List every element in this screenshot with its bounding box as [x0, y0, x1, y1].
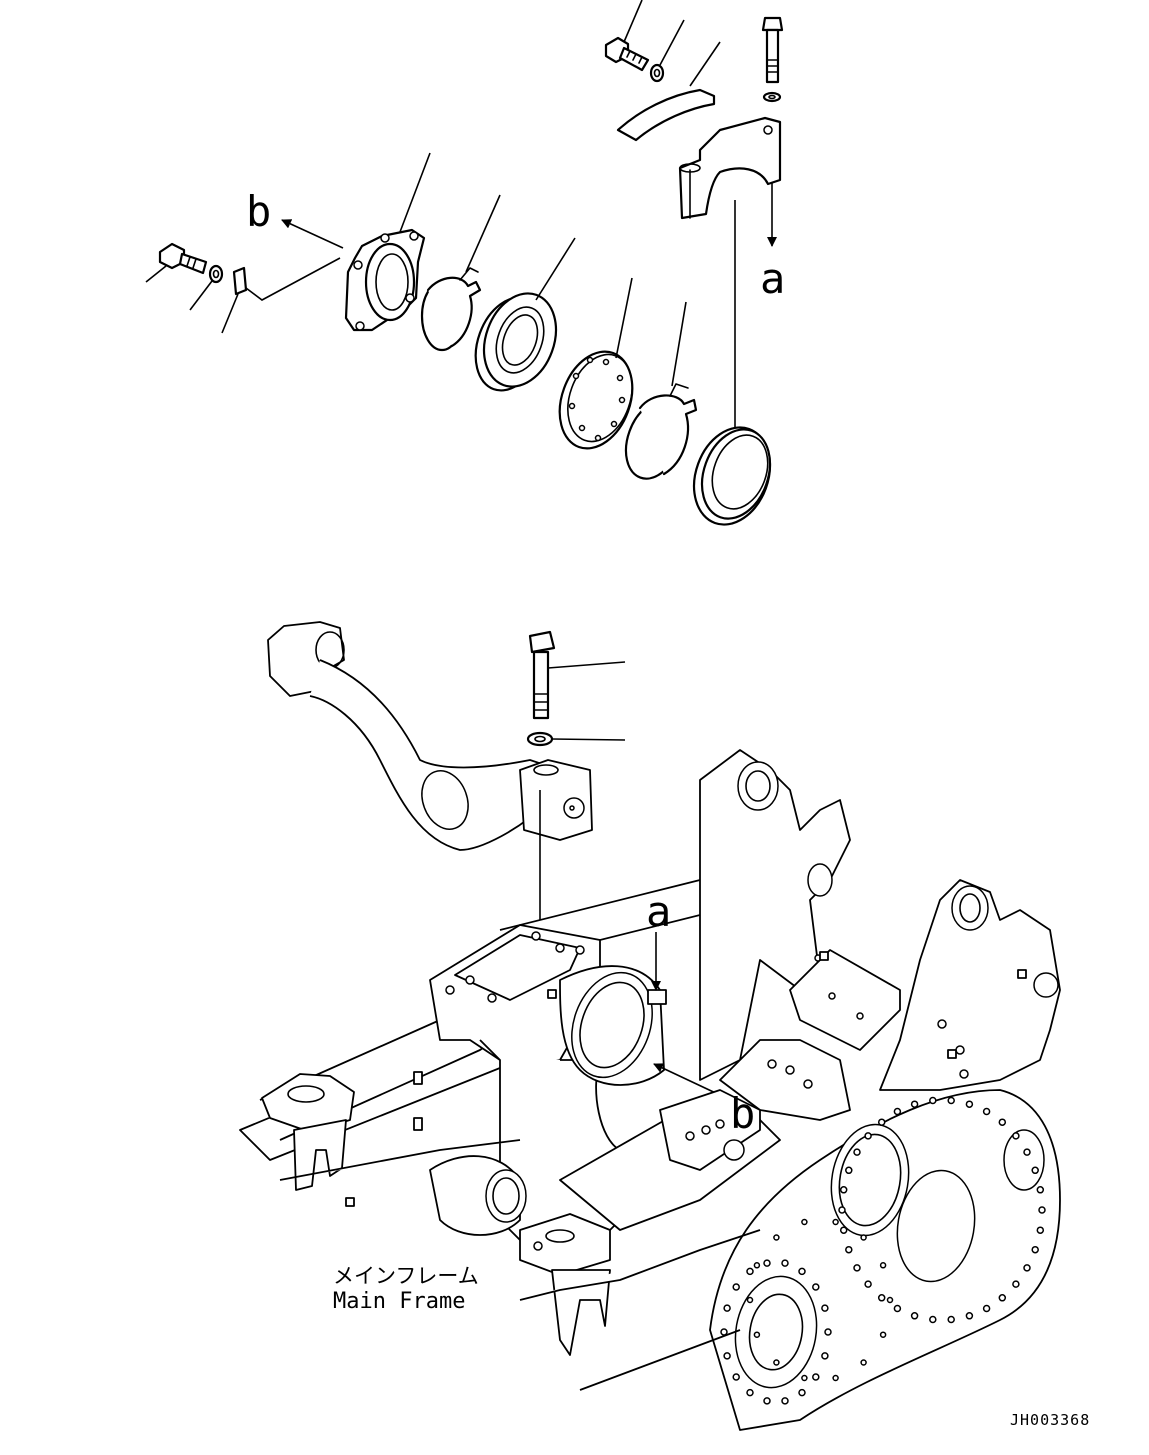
bolt-circle-plate-edge	[746, 1218, 894, 1382]
bolt-hole	[877, 1118, 886, 1126]
clamp-band-1	[420, 194, 501, 352]
arrow-b-top	[281, 219, 344, 249]
bolt-hole	[781, 1259, 789, 1267]
bolt-hole	[1031, 1245, 1039, 1254]
bolt-hole	[947, 1096, 955, 1105]
bolt-hole	[877, 1294, 886, 1302]
bolt-hole	[864, 1132, 872, 1140]
bolt-hole	[773, 1234, 780, 1241]
bolt-hole	[893, 1107, 902, 1116]
bolt-arm	[528, 630, 626, 720]
bolt-hole	[929, 1315, 937, 1324]
bolt-hole	[864, 1280, 872, 1288]
bolt-hole	[720, 1328, 728, 1336]
washer-small-top	[649, 19, 685, 83]
bolt-hole	[801, 1374, 808, 1382]
bolt-hole	[853, 1148, 861, 1156]
bolt-hole	[812, 1373, 820, 1381]
frame-label-japanese: メインフレーム	[333, 1264, 479, 1288]
bolt-hole	[798, 1388, 806, 1397]
bolt-hole	[763, 1397, 771, 1405]
lock-plate-left	[221, 257, 341, 334]
bolt-hole	[723, 1352, 731, 1360]
bolt-hole	[998, 1294, 1007, 1302]
bolt-circle-large	[838, 1096, 1046, 1324]
bolt-hole	[832, 1218, 839, 1226]
bolt-hole	[1012, 1280, 1020, 1288]
clamp-band-2	[624, 301, 698, 480]
bolt-hole	[746, 1267, 754, 1276]
main-frame	[239, 749, 1061, 1431]
bolt-hole	[839, 1226, 848, 1234]
bolt-left	[145, 242, 208, 283]
assembly-view: a b メインフレーム Main Frame	[239, 621, 1061, 1431]
bolt-hole	[982, 1304, 991, 1313]
bolt-hole	[773, 1359, 780, 1366]
bolt-hole	[982, 1107, 991, 1116]
arm-beam	[267, 621, 593, 851]
bolt-hole	[801, 1218, 808, 1226]
frame-label-english: Main Frame	[333, 1289, 465, 1314]
bolt-small-top	[604, 0, 650, 72]
plate-disc	[558, 277, 634, 450]
bolt-hole	[879, 1262, 887, 1269]
bolt-hole	[1036, 1186, 1045, 1194]
bolt-hole	[821, 1352, 829, 1360]
bolt-hole	[910, 1100, 919, 1108]
bolt-hole	[732, 1283, 740, 1291]
bolt-hole	[746, 1296, 754, 1304]
callout-a-top: a	[760, 254, 785, 303]
arrow-b-bottom	[653, 1063, 723, 1097]
bolt-hole	[860, 1234, 867, 1241]
bolt-hole	[893, 1304, 902, 1313]
bolt-hole	[1031, 1166, 1039, 1175]
bolt-long-top	[761, 16, 784, 103]
callout-b-bottom: b	[730, 1089, 755, 1138]
bolt-hole	[929, 1096, 937, 1105]
bolt-hole	[746, 1388, 754, 1397]
bolt-hole	[965, 1100, 974, 1108]
bolt-hole	[781, 1397, 789, 1405]
exploded-view: a b	[145, 0, 785, 526]
bolt-hole	[947, 1315, 955, 1324]
seal-ring	[474, 237, 576, 392]
retainer-strap	[616, 41, 721, 142]
bolt-hole	[763, 1259, 771, 1267]
bolt-hole	[965, 1312, 974, 1320]
bolt-hole	[1023, 1264, 1031, 1272]
bolt-hole	[753, 1262, 761, 1269]
bolt-hole	[853, 1264, 861, 1272]
washer-arm	[526, 731, 626, 747]
callout-a-bottom: a	[646, 887, 671, 936]
bolt-hole	[910, 1312, 919, 1320]
bolt-hole	[838, 1206, 846, 1214]
bolt-hole	[860, 1359, 867, 1366]
bolt-hole	[1038, 1206, 1046, 1214]
bolt-hole	[1023, 1148, 1031, 1156]
bolt-hole	[824, 1328, 832, 1336]
callout-b-top: b	[246, 187, 271, 236]
bolt-hole	[732, 1373, 740, 1381]
washer-left	[189, 264, 224, 311]
bearing-housing	[344, 152, 431, 332]
bolt-hole	[998, 1118, 1007, 1126]
bolt-hole	[1012, 1132, 1020, 1140]
bolt-hole	[879, 1331, 887, 1338]
bolt-circle-hub	[720, 1259, 832, 1405]
bolt-hole	[832, 1374, 839, 1382]
bolt-hole	[798, 1267, 806, 1276]
bolt-hole	[886, 1296, 894, 1304]
bolt-hole	[845, 1166, 853, 1175]
bolt-hole	[1036, 1226, 1045, 1234]
bolt-hole	[723, 1304, 731, 1312]
bolt-hole	[845, 1245, 853, 1254]
drawing-reference-code: JH003368	[1010, 1411, 1090, 1429]
outer-ring	[692, 426, 772, 526]
bolt-hole	[753, 1331, 761, 1338]
bolt-hole	[812, 1283, 820, 1291]
bracket-cap	[678, 116, 782, 428]
bolt-hole	[839, 1186, 848, 1194]
bolt-hole	[821, 1304, 829, 1312]
